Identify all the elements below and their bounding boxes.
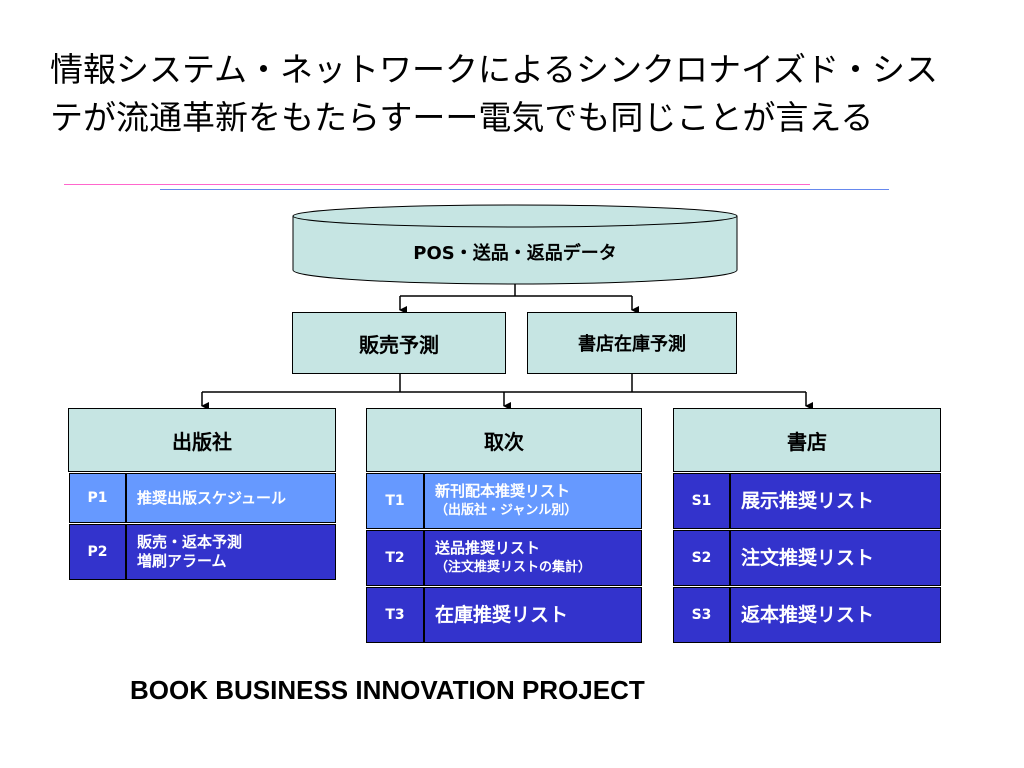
s2-item: 注文推奨リスト — [730, 530, 941, 586]
divider-pink — [64, 184, 810, 185]
database-icon — [292, 204, 738, 285]
p1-item: 推奨出版スケジュール — [126, 473, 336, 523]
title-line-2: テが流通革新をもたらすーー電気でも同じことが言える — [50, 98, 874, 137]
t2-item: 送品推奨リスト （注文推奨リストの集計） — [424, 530, 642, 586]
p2-line-1: 販売・返本予測 — [137, 533, 243, 551]
s3-code: S3 — [673, 587, 730, 643]
t2-code: T2 — [366, 530, 424, 586]
project-footer: BOOK BUSINESS INNOVATION PROJECT — [130, 675, 645, 705]
t1-code: T1 — [366, 473, 424, 529]
t1-item: 新刊配本推奨リスト （出版社・ジャンル別） — [424, 473, 642, 529]
slide-title: 情報システム・ネットワークによるシンクロナイズド・シス テが流通革新をもたらすー… — [50, 46, 990, 142]
p2-line-2: 増刷アラーム — [137, 552, 227, 570]
t1-line-1: 新刊配本推奨リスト — [435, 482, 571, 500]
s1-code: S1 — [673, 473, 730, 529]
sales-forecast-box: 販売予測 — [292, 312, 506, 374]
pos-data-cylinder: POS・送品・返品データ — [292, 204, 738, 286]
bookstore-header: 書店 — [673, 408, 941, 472]
t3-item: 在庫推奨リスト — [424, 587, 642, 643]
s1-item: 展示推奨リスト — [730, 473, 941, 529]
t3-code: T3 — [366, 587, 424, 643]
divider-blue — [160, 189, 889, 190]
p1-code: P1 — [69, 473, 126, 523]
publisher-header: 出版社 — [68, 408, 336, 472]
p2-item: 販売・返本予測 増刷アラーム — [126, 524, 336, 580]
t2-line-2: （注文推奨リストの集計） — [435, 560, 592, 575]
s3-item: 返本推奨リスト — [730, 587, 941, 643]
distributor-header: 取次 — [366, 408, 642, 472]
t1-line-2: （出版社・ジャンル別） — [435, 503, 578, 518]
title-line-1: 情報システム・ネットワークによるシンクロナイズド・シス — [50, 50, 939, 89]
pos-data-label: POS・送品・返品データ — [413, 243, 617, 264]
s2-code: S2 — [673, 530, 730, 586]
t2-line-1: 送品推奨リスト — [435, 539, 541, 557]
p2-code: P2 — [69, 524, 126, 580]
store-inventory-forecast-box: 書店在庫予測 — [527, 312, 737, 374]
